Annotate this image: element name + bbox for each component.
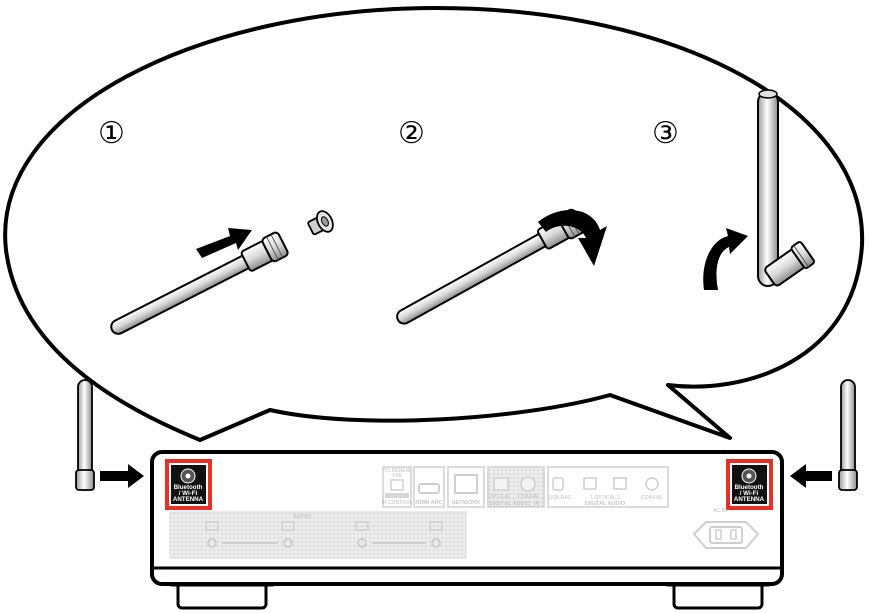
- fw-label: F/W: [392, 473, 401, 479]
- network-label: NETWORK: [452, 500, 480, 506]
- left-port-label-line2: / Wi-Fi: [179, 490, 198, 497]
- ac-in-label: AC IN: [713, 508, 727, 514]
- right-antenna-port: Bluetooth / Wi-Fi ANTENNA: [726, 459, 773, 510]
- step-1-number: ①: [98, 116, 125, 151]
- ac-inlet: AC IN: [692, 508, 760, 549]
- speech-bubble: [3, 6, 865, 442]
- coaxial-out-label: COAXIAL: [641, 495, 663, 501]
- right-attach-arrow-icon: [790, 464, 832, 488]
- optical-in-label: OPTICAL: [489, 494, 511, 500]
- step-1-illustration: [110, 210, 334, 335]
- left-port-label-line1: Bluetooth: [174, 484, 203, 491]
- right-port-label-line3: ANTENNA: [734, 496, 765, 503]
- right-port-label-line1: Bluetooth: [735, 484, 764, 491]
- step-2-number: ②: [398, 116, 425, 151]
- ir-control-label: IR CONTROL: [382, 500, 413, 506]
- left-antenna-port: Bluetooth / Wi-Fi ANTENNA: [165, 459, 212, 510]
- audio-terminals-block: AUDIO: [169, 511, 467, 559]
- usb-dac-label: USB-DAC: [549, 495, 572, 501]
- right-side-antenna: [838, 379, 858, 491]
- digital-audio-in-label: DIGITAL AUDIO: [490, 501, 531, 507]
- right-port-label-line2: / Wi-Fi: [740, 490, 759, 497]
- left-side-antenna: [75, 379, 95, 491]
- audio-label: AUDIO: [293, 514, 311, 520]
- rotate-arrow-icon: [538, 210, 607, 266]
- push-arrow-icon: [196, 228, 252, 258]
- in-tag: IN: [535, 501, 540, 507]
- digital-audio-out-label: DIGITAL AUDIO: [585, 501, 626, 507]
- raise-arrow-icon: [703, 228, 748, 290]
- to-renew-label: TO RENEW: [384, 468, 411, 474]
- step-2-illustration: [396, 208, 607, 325]
- optical-out-label: 1 OPTICAL 2: [590, 495, 620, 501]
- step-3-illustration: [703, 89, 815, 290]
- left-port-label-line3: ANTENNA: [173, 496, 204, 503]
- rear-connectors: TO RENEW F/W IR CONTROL HDMI ARC NETWORK…: [382, 466, 669, 508]
- step-3-number: ③: [652, 116, 679, 151]
- device-rear-panel: Bluetooth / Wi-Fi ANTENNA Bluetooth / Wi…: [150, 450, 784, 610]
- hdmi-arc-label: HDMI ARC: [415, 500, 442, 506]
- coaxial-in-label: COAXIAL: [518, 494, 540, 500]
- left-attach-arrow-icon: [100, 464, 144, 488]
